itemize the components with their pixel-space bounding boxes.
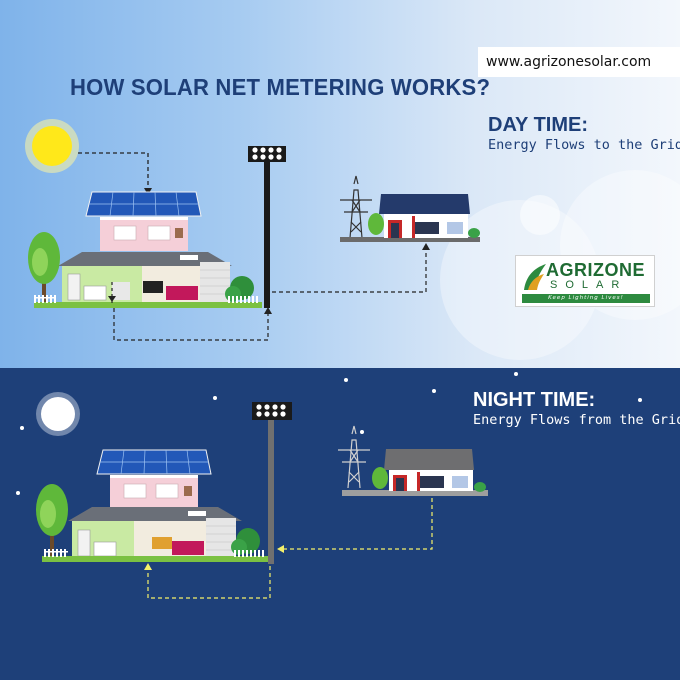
grid-building — [368, 194, 480, 238]
logo-name-line2: SOLAR — [550, 279, 628, 291]
night-time-heading: NIGHT TIME: — [473, 389, 596, 411]
day-time-heading: DAY TIME: — [488, 114, 589, 136]
agrizone-solar-logo: AGRIZONE SOLAR Keep Lighting Lives! — [515, 255, 655, 307]
utility-pole-icon — [248, 146, 286, 308]
leaf-logo-icon — [524, 264, 546, 290]
day-scene — [25, 119, 480, 341]
transmission-tower-icon — [340, 175, 372, 239]
logo-tagline: Keep Lighting Lives! — [522, 294, 650, 303]
decorative-bubble — [520, 195, 560, 235]
logo-name-line1: AGRIZONE — [546, 260, 646, 280]
website-url[interactable]: www.agrizonesolar.com — [478, 47, 680, 77]
energy-flow-arrow — [78, 152, 149, 190]
energy-flow-arrow — [113, 308, 269, 341]
page-title: HOW SOLAR NET METERING WORKS? — [70, 74, 491, 100]
day-time-subtitle: Energy Flows to the Grid — [488, 137, 680, 153]
energy-flow-arrow — [272, 248, 427, 293]
day-house — [28, 191, 262, 308]
night-time-subtitle: Energy Flows from the Grid — [473, 412, 680, 428]
